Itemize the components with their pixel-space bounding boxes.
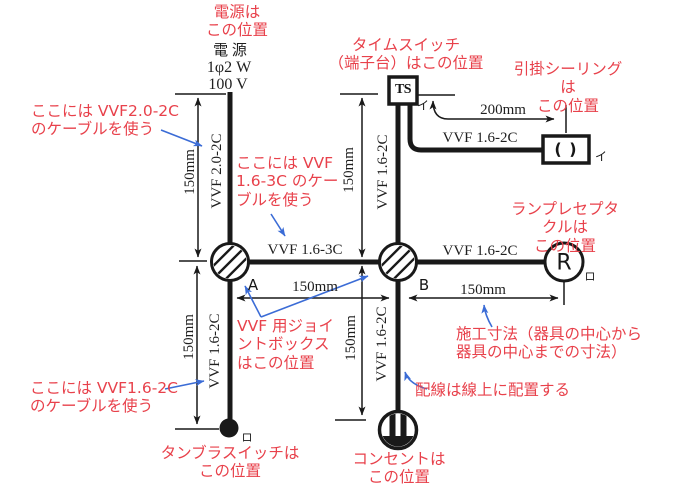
mark-i-ceiling: イ: [594, 149, 608, 164]
mark-ro-receptacle: ロ: [584, 270, 596, 283]
cable20-note: ここには VVF2.0-2C のケーブルを使う: [31, 102, 179, 139]
jointbox-note: VVF 用ジョイ ントボックス はこの位置: [237, 317, 335, 372]
mark-ro-tumbler: ロ: [241, 431, 253, 444]
cable163-note: ここには VVF 1.6-3C のケー ブルを使う: [236, 154, 339, 209]
outlet-detail: [381, 413, 415, 447]
cable-label-b-outlet: VVF 1.6-2C: [373, 306, 390, 382]
timeswitch-note: タイムスイッチ （端子台）はこの位置: [328, 36, 484, 73]
mark-i-timeswitch: イ: [416, 98, 430, 113]
cable-ts-to-ceiling: [407, 102, 544, 153]
dimension-lines: [175, 93, 567, 430]
dim-label-150-a-tumbler: 150mm: [180, 314, 197, 360]
cable-label-b-r: VVF 1.6-2C: [442, 243, 518, 259]
cable-label-ts-ceiling: VVF 1.6-2C: [442, 130, 518, 146]
leader-cable162: [164, 379, 205, 390]
cable-label-power: VVF 2.0-2C: [208, 133, 225, 209]
timeswitch-box: [387, 75, 419, 106]
power-note: 電源は この位置: [205, 3, 269, 40]
leader-jointbox-a: [244, 285, 262, 318]
power-voltage: 100 V: [208, 76, 248, 93]
ceiling-note: 引掛シーリングは この位置: [513, 60, 623, 115]
joint-box-a-label: A: [247, 276, 259, 294]
leader-cable163: [270, 213, 286, 237]
dim-label-150-ts-b: 150mm: [340, 147, 357, 193]
leader-wiring-note: [404, 371, 428, 390]
tumbler-note: タンブラスイッチは この位置: [160, 444, 300, 481]
power-phase: 1φ2 W: [206, 59, 252, 76]
dimension-note: 施工寸法（器具の中心から 器具の中心までの寸法）: [456, 325, 643, 362]
wiring-note: 配線は線上に配置する: [415, 381, 571, 399]
leader-jointbox-b: [260, 275, 369, 318]
receptacle-letter: R: [556, 250, 572, 276]
cable-label-a-tumbler: VVF 1.6-2C: [206, 313, 223, 389]
dim-200-ts-ceiling: [429, 100, 555, 123]
dim-label-150-ab: 150mm: [292, 279, 338, 295]
outlet-note: コンセントは この位置: [352, 450, 446, 487]
dim-label-150-b-outlet: 150mm: [342, 315, 359, 361]
dim-label-150-br: 150mm: [460, 282, 506, 298]
tumbler-switch-dot: [219, 418, 239, 438]
leader-dimension-note: [481, 304, 493, 328]
cable162-note: ここには VVF1.6-2C のケーブルを使う: [30, 379, 178, 416]
leader-cable20: [160, 129, 203, 147]
lamp-receptacle-circle: [543, 241, 585, 283]
cable-label-ts-b: VVF 1.6-2C: [374, 134, 391, 210]
leader-arrows: [160, 129, 493, 390]
ceiling-fixture-box: [541, 134, 591, 165]
cable-label-a-b: VVF 1.6-3C: [267, 242, 343, 258]
dim-label-150-power-a: 150mm: [181, 149, 198, 195]
joint-box-b-label: B: [418, 276, 430, 294]
power-name: 電 源: [213, 43, 247, 59]
receptacle-note: ランプレセプタクルは この位置: [510, 200, 620, 255]
timeswitch-label: TS: [394, 82, 412, 97]
ceiling-glyph: ( ): [554, 139, 578, 159]
dim-label-200: 200mm: [480, 102, 526, 118]
